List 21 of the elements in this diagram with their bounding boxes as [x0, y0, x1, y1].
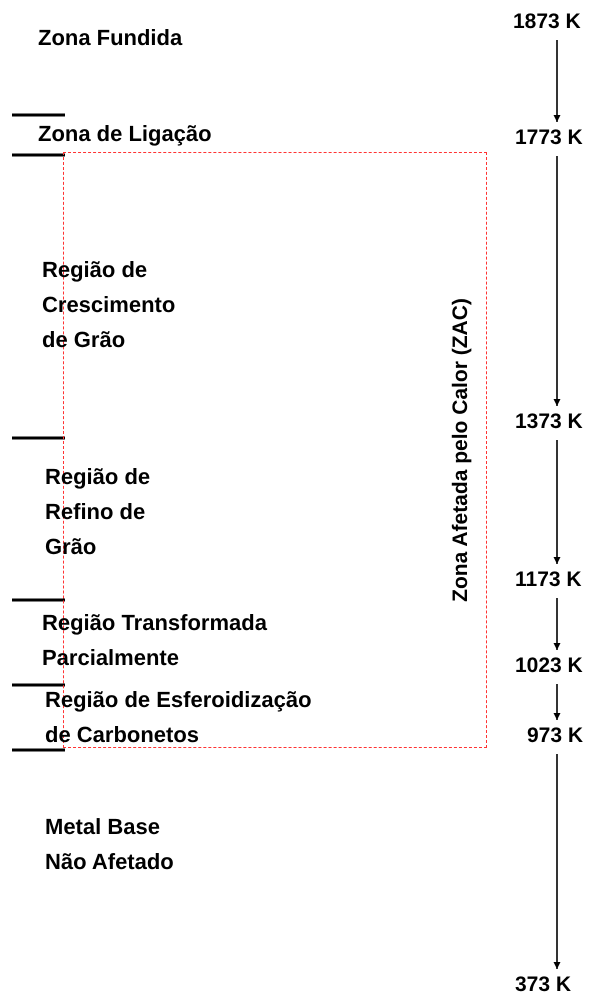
zone-label: Metal Base Não Afetado	[45, 813, 174, 876]
zone-label: Região de Esferoidização de Carbonetos	[45, 686, 312, 749]
temperature-label: 1173 K	[515, 568, 582, 592]
arrow	[554, 754, 560, 969]
arrow	[554, 684, 560, 720]
zone-label: Região Transformada Parcialmente	[42, 609, 267, 672]
temperature-label: 373 K	[515, 973, 572, 997]
zone-label: Zona de Ligação	[38, 120, 212, 148]
zone-label: Região de Crescimento de Grão	[42, 256, 176, 354]
temperature-label: 1773 K	[515, 126, 583, 150]
arrow	[554, 40, 560, 122]
temperature-label: 1873 K	[513, 10, 581, 34]
zone-label: Região de Refino de Grão	[45, 463, 150, 561]
temperature-label: 1373 K	[515, 410, 583, 434]
arrow	[554, 156, 560, 406]
temperature-label: 1023 K	[515, 654, 583, 678]
zone-title: Zona Afetada pelo Calor (ZAC)	[449, 298, 474, 602]
arrow	[554, 440, 560, 564]
arrow	[554, 598, 560, 650]
temperature-label: 973 K	[527, 724, 584, 748]
zone-label: Zona Fundida	[38, 24, 182, 52]
